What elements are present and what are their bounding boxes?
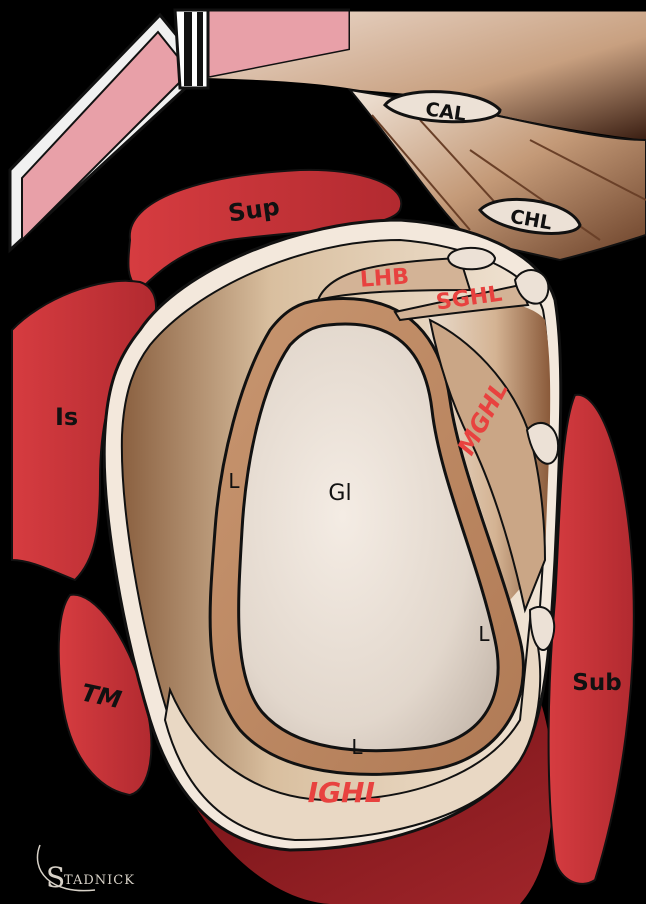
labrum-label-bottom: L xyxy=(351,735,363,759)
sub-label: Sub xyxy=(572,670,621,696)
labrum-label-top-left: L xyxy=(228,469,240,493)
labrum-label-right: L xyxy=(478,622,490,646)
is-label: Is xyxy=(55,403,78,431)
signature-rest: TADNICK xyxy=(64,873,135,888)
lhb-label: LHB xyxy=(359,264,410,292)
gl-label: Gl xyxy=(328,481,351,506)
lhb-end xyxy=(448,248,495,269)
ighl-label: IGHL xyxy=(308,776,383,809)
